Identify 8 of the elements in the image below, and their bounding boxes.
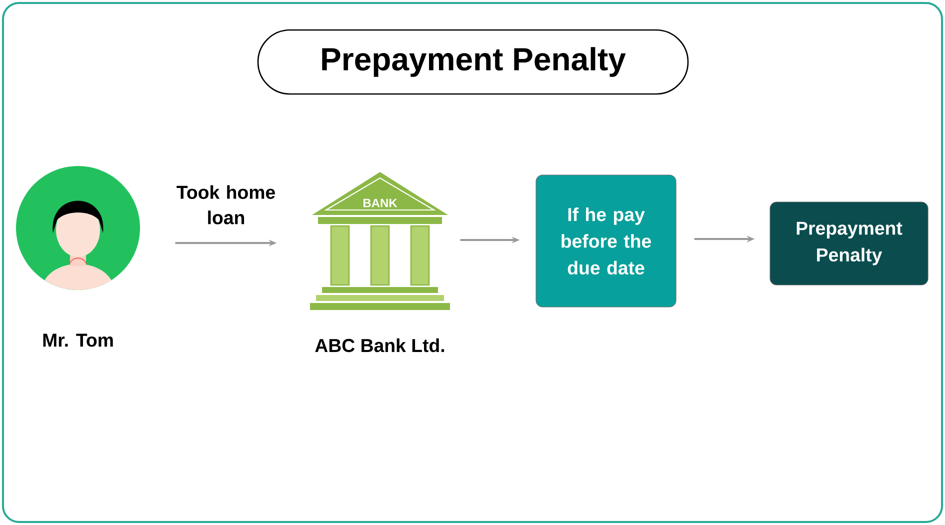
person-icon bbox=[16, 166, 140, 290]
process-box: Prepayment Penalty bbox=[770, 202, 928, 286]
title-box: Prepayment Penalty bbox=[257, 29, 689, 95]
edge-label: Took home loan bbox=[176, 185, 275, 224]
bank-drawing: BANK bbox=[310, 172, 450, 310]
node-caption: ABC Bank Ltd. bbox=[315, 338, 444, 352]
node-caption: Mr. Tom bbox=[43, 334, 113, 347]
process-box: If he pay before the due date bbox=[536, 174, 676, 308]
